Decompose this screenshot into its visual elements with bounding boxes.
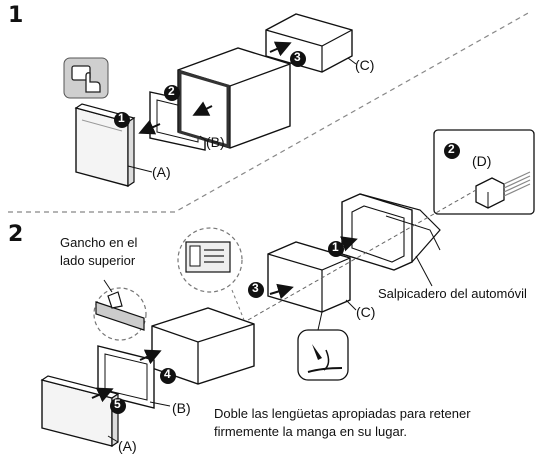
hook-caption-line1: Gancho en el — [60, 235, 138, 250]
label-b-step1: (B) — [206, 134, 225, 150]
bend-note-line2: firmemente la manga en su lugar. — [214, 424, 407, 439]
callout-circle-2d — [444, 143, 460, 159]
label-c-step2: (C) — [356, 304, 376, 320]
callout-circle-3a — [290, 51, 306, 67]
callout-circle-5 — [110, 398, 126, 414]
hook-detail — [93, 279, 147, 341]
label-b-step2: (B) — [172, 400, 191, 416]
callout-2a: 2 — [168, 84, 175, 98]
bend-tab-inset — [297, 311, 349, 381]
sleeve-c-step1 — [265, 13, 353, 73]
callout-4: 4 — [164, 367, 171, 381]
step-number-2: 2 — [8, 222, 24, 247]
dashboard-frame — [341, 193, 441, 271]
label-d: (D) — [472, 153, 492, 169]
label-a-step2: (A) — [118, 438, 137, 454]
bend-note-line1: Doble las lengüetas apropiadas para rete… — [214, 406, 471, 421]
callout-2d: 2 — [448, 142, 455, 156]
callout-circle-4 — [160, 368, 176, 384]
callout-circle-1b — [328, 241, 344, 257]
callout-5: 5 — [114, 397, 121, 411]
label-c-step1: (C) — [355, 57, 375, 73]
callout-1b: 1 — [332, 240, 339, 254]
callout-3a: 3 — [294, 50, 301, 64]
callout-circle-1a — [114, 112, 130, 128]
step-number-1: 1 — [8, 3, 24, 28]
step-separator — [8, 11, 531, 213]
connector-detail — [177, 227, 245, 321]
dashboard-caption: Salpicadero del automóvil — [378, 286, 527, 301]
callout-3b: 3 — [252, 281, 259, 295]
callout-circle-3b — [248, 282, 264, 298]
label-a-step1: (A) — [152, 164, 171, 180]
hook-caption-line2: lado superior — [60, 253, 136, 268]
callout-1a: 1 — [118, 111, 125, 125]
unit-body-step1 — [177, 47, 291, 149]
hand-press-icon — [63, 57, 109, 99]
callout-circle-2a — [164, 85, 180, 101]
